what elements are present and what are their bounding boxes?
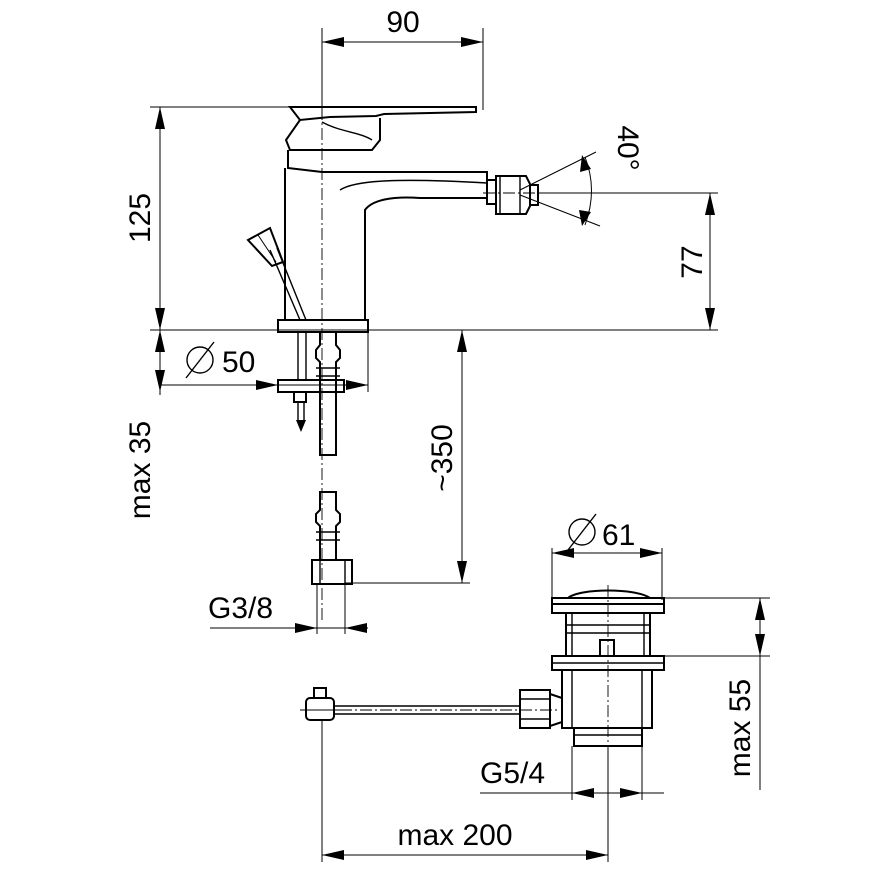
pop-up-waste xyxy=(300,589,665,747)
dimension-label-50: 50 xyxy=(222,346,255,379)
dimension-label-350: ~350 xyxy=(426,424,459,492)
diameter-icon xyxy=(186,346,214,374)
dimension-waste-thread: G5/4 xyxy=(480,746,664,800)
dimension-label-40deg: 40° xyxy=(611,125,644,170)
mixer-body xyxy=(246,106,488,333)
dimension-label-max200: max 200 xyxy=(397,819,512,852)
dimension-label-90: 90 xyxy=(386,6,419,39)
dimension-spout-height: 77 xyxy=(538,192,718,330)
under-deck-fixing xyxy=(277,332,345,456)
spray-nozzle: 40° xyxy=(486,125,644,227)
dimension-max-deck: max 35 xyxy=(124,330,165,519)
dimension-top-width: 90 xyxy=(321,6,484,120)
dimension-base-diameter: 50 xyxy=(160,330,369,392)
dimension-height-total: 125 xyxy=(124,106,300,330)
dimension-label-125: 125 xyxy=(124,193,157,243)
supply-connector xyxy=(311,491,353,585)
dimension-label-77: 77 xyxy=(676,245,709,278)
dimension-label-max35: max 35 xyxy=(124,421,157,519)
dimension-hose-length: ~350 xyxy=(345,329,470,584)
dimension-label-g54: G5/4 xyxy=(480,757,545,790)
dimension-rod-max: max 200 xyxy=(321,720,609,862)
dimension-waste-diameter: 61 xyxy=(551,513,663,600)
dimension-label-61: 61 xyxy=(602,519,635,552)
center-lines xyxy=(300,28,610,760)
dimension-supply-thread: G3/8 xyxy=(208,584,368,634)
dimension-label-max55: max 55 xyxy=(724,679,757,777)
dimension-label-g38: G3/8 xyxy=(208,592,273,625)
diameter-icon-waste xyxy=(568,518,596,546)
dimension-waste-max: max 55 xyxy=(664,597,770,790)
